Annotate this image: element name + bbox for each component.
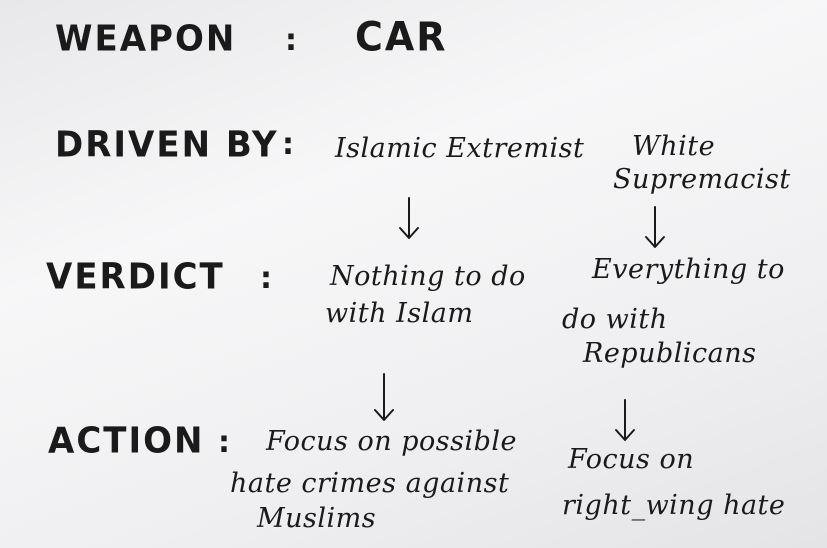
- driven-by-left-value: Islamic Extremist: [335, 133, 585, 164]
- action-left-line3: Muslims: [257, 503, 377, 534]
- action-left-line2: hate crimes against: [230, 468, 510, 499]
- weapon-label: WEAPON: [55, 18, 237, 61]
- down-arrow-icon: [372, 372, 396, 424]
- verdict-right-line3: Republicans: [583, 338, 757, 369]
- down-arrow-icon: [643, 205, 667, 251]
- action-colon: :: [218, 425, 230, 460]
- driven-by-right-line1: White: [632, 131, 716, 162]
- verdict-colon: :: [260, 261, 272, 296]
- driven-by-colon: :: [282, 127, 294, 162]
- verdict-right-line2: do with: [562, 304, 668, 335]
- action-left-line1: Focus on possible: [266, 426, 517, 457]
- action-label: ACTION: [48, 420, 205, 462]
- down-arrow-icon: [613, 398, 637, 444]
- action-right-line1: Focus on: [568, 444, 695, 475]
- verdict-left-line2: with Islam: [325, 298, 474, 329]
- verdict-right-line1: Everything to: [592, 254, 785, 285]
- weapon-value: CAR: [355, 13, 448, 61]
- driven-by-label: DRIVEN BY: [55, 124, 279, 166]
- down-arrow-icon: [397, 196, 421, 242]
- verdict-left-line1: Nothing to do: [330, 261, 526, 292]
- action-right-line2: right_wing hate: [562, 490, 786, 521]
- weapon-colon: :: [285, 23, 297, 58]
- verdict-label: VERDICT: [46, 256, 225, 298]
- driven-by-right-line2: Supremacist: [613, 164, 791, 195]
